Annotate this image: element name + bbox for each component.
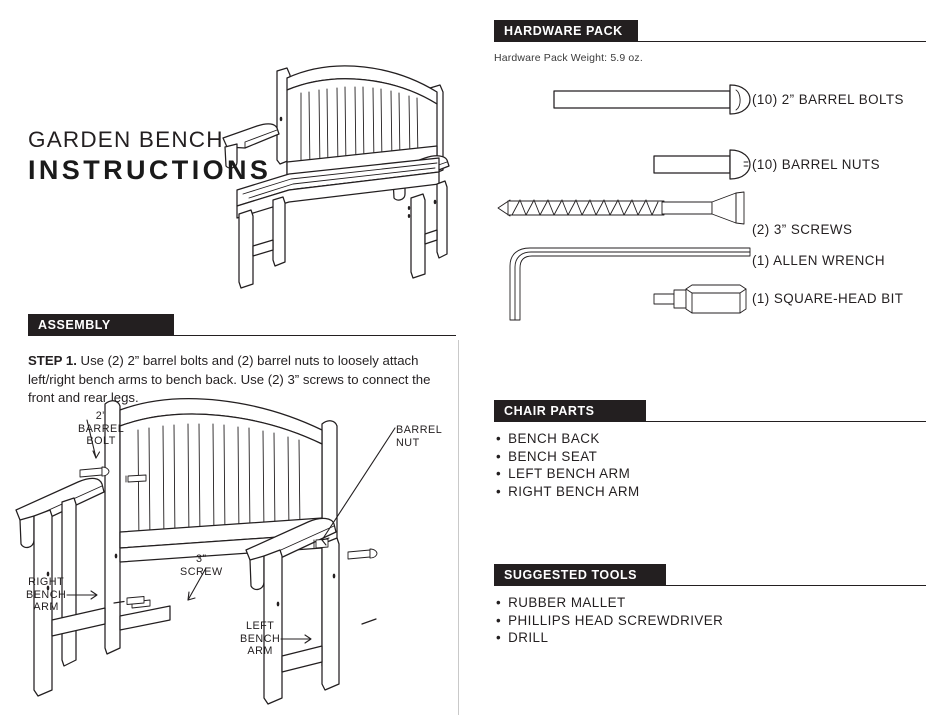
list-item: PHILLIPS HEAD SCREWDRIVER [496, 612, 723, 629]
left-arm-arrow-icon [280, 634, 312, 644]
suggested-tools-list: RUBBER MALLET PHILLIPS HEAD SCREWDRIVER … [496, 594, 723, 647]
hardware-item-4-label: (1) SQUARE-HEAD BIT [752, 291, 904, 306]
hardware-pack-header: HARDWARE PACK [494, 20, 926, 42]
callout-left-bench-arm: LEFT BENCH ARM [240, 620, 314, 658]
chair-parts-header-bar: CHAIR PARTS [494, 400, 646, 422]
exploded-screw [126, 596, 145, 605]
hardware-item-3-label: (1) ALLEN WRENCH [752, 253, 885, 268]
callout-barrel-nut: BARREL NUT [396, 424, 442, 449]
square-head-bit-icon [652, 280, 752, 316]
wood-screw-icon [496, 188, 752, 228]
callout-barrel-bolt-line1: 2” [95, 410, 107, 422]
callout-screw: 3” SCREW [180, 553, 223, 578]
barrel-nut-icon [652, 147, 752, 181]
assembly-exploded-diagram [10, 398, 458, 718]
callout-right-arm-line3: ARM [33, 601, 59, 614]
callout-left-arm-line1: LEFT [245, 620, 275, 632]
screw-leader [187, 567, 207, 601]
hardware-pack-weight: Hardware Pack Weight: 5.9 oz. [494, 52, 643, 64]
barrel-bolt-leader [86, 419, 101, 459]
title-line-primary: GARDEN BENCH [28, 127, 224, 152]
title-line-secondary: INSTRUCTIONS [28, 154, 272, 185]
list-item: DRILL [496, 629, 723, 646]
hardware-pack-header-bar: HARDWARE PACK [494, 20, 638, 42]
assembly-header-bar: ASSEMBLY [28, 314, 174, 336]
callout-barrel-nut-line2: NUT [396, 436, 420, 449]
callout-barrel-bolt: 2” BARREL BOLT [78, 410, 124, 448]
hardware-pack-header-rule [494, 41, 926, 42]
garden-bench-illustration [215, 48, 465, 298]
step-1-instruction: STEP 1. Use (2) 2” barrel bolts and (2) … [28, 352, 438, 408]
callout-screw-line2: SCREW [180, 565, 223, 578]
step-1-body: Use (2) 2” barrel bolts and (2) barrel n… [28, 353, 431, 406]
callout-right-bench-arm: RIGHT BENCH ARM [26, 576, 100, 614]
column-divider [458, 340, 459, 715]
callout-left-arm-line3: ARM [247, 645, 273, 658]
hardware-item-0: (10) 2” BARREL BOLTS [752, 92, 904, 107]
assembly-header-rule [28, 335, 456, 336]
right-column: HARDWARE PACK Hardware Pack Weight: 5.9 … [494, 0, 926, 645]
step-1-label: STEP 1. [28, 353, 77, 368]
list-item: BENCH BACK [496, 430, 640, 447]
list-item: LEFT BENCH ARM [496, 465, 640, 482]
suggested-tools-header-rule [494, 585, 926, 586]
hardware-pack-header-label: HARDWARE PACK [504, 24, 623, 38]
list-item: BENCH SEAT [496, 448, 640, 465]
callout-left-arm-line2: BENCH [240, 632, 281, 645]
assembly-section-header: ASSEMBLY [28, 314, 456, 336]
right-arm-arrow-icon [66, 590, 98, 600]
allen-wrench-icon [504, 242, 754, 322]
hardware-item-2-label: (2) 3” SCREWS [752, 222, 853, 237]
callout-barrel-nut-line1: BARREL [396, 424, 443, 436]
hardware-item-2: (2) 3” SCREWS [752, 222, 852, 237]
barrel-bolt-icon [552, 82, 752, 116]
left-column: GARDEN BENCH INSTRUCTIONS ASSEMBLY STEP … [0, 0, 458, 726]
callout-right-arm-line1: RIGHT [28, 576, 65, 588]
suggested-tools-header-label: SUGGESTED TOOLS [504, 568, 638, 582]
exploded-barrel-nut [313, 538, 329, 549]
callout-barrel-bolt-line2: BARREL [78, 422, 125, 435]
page-title: GARDEN BENCH INSTRUCTIONS [28, 127, 272, 186]
callout-barrel-bolt-line3: BOLT [86, 435, 116, 448]
suggested-tools-header-bar: SUGGESTED TOOLS [494, 564, 666, 586]
suggested-tools-header: SUGGESTED TOOLS [494, 564, 926, 586]
assembly-header-label: ASSEMBLY [38, 318, 111, 332]
chair-parts-list: BENCH BACK BENCH SEAT LEFT BENCH ARM RIG… [496, 430, 640, 501]
hardware-item-0-label: (10) 2” BARREL BOLTS [752, 92, 904, 107]
hardware-item-1-label: (10) BARREL NUTS [752, 157, 880, 172]
barrel-nut-leader [321, 427, 396, 546]
list-item: RIGHT BENCH ARM [496, 483, 640, 500]
hardware-item-1: (10) BARREL NUTS [752, 157, 880, 172]
hardware-item-4: (1) SQUARE-HEAD BIT [752, 291, 903, 306]
exploded-barrel-bolt [79, 466, 110, 478]
callout-screw-line1: 3” [196, 553, 207, 565]
callout-right-arm-line2: BENCH [26, 588, 67, 601]
chair-parts-header-label: CHAIR PARTS [504, 404, 595, 418]
list-item: RUBBER MALLET [496, 594, 723, 611]
chair-parts-header: CHAIR PARTS [494, 400, 926, 422]
chair-parts-header-rule [494, 421, 926, 422]
hardware-item-3: (1) ALLEN WRENCH [752, 253, 885, 268]
